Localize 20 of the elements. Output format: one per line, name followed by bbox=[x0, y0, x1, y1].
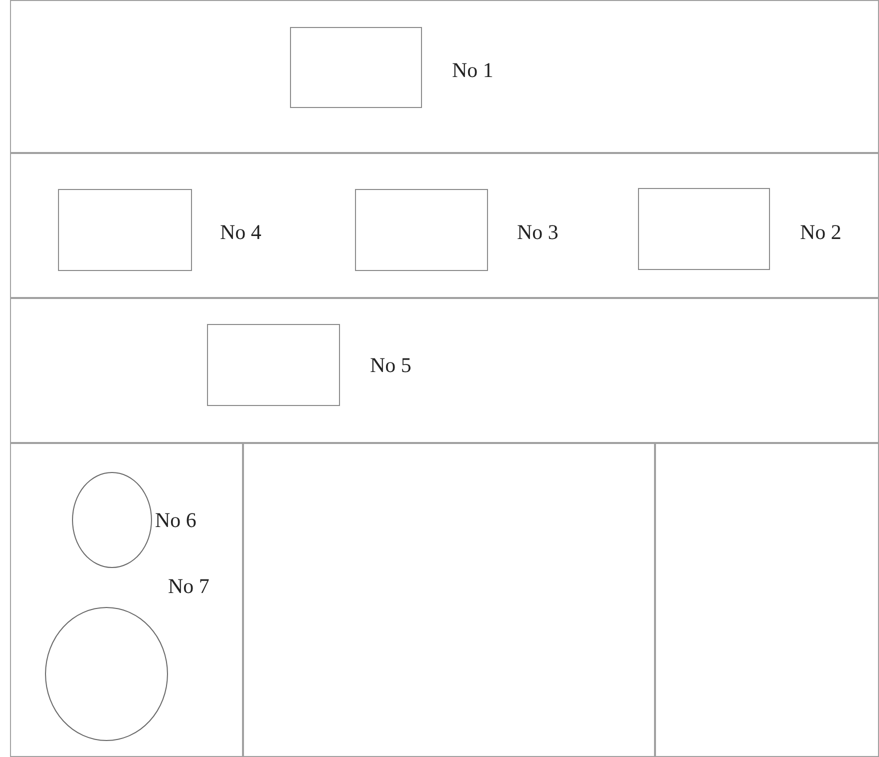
empty-rectangle bbox=[207, 324, 340, 406]
section-panel bbox=[655, 443, 879, 757]
section-panel bbox=[10, 153, 879, 298]
empty-rectangle bbox=[638, 188, 770, 270]
item-label: No 5 bbox=[370, 355, 412, 376]
empty-circle bbox=[45, 607, 168, 741]
item-label: No 3 bbox=[517, 222, 558, 243]
section-panel bbox=[243, 443, 655, 757]
item-label: No 4 bbox=[220, 222, 262, 243]
section-panel bbox=[10, 443, 243, 757]
item-label: No 6 bbox=[155, 510, 196, 531]
item-label: No 2 bbox=[800, 222, 842, 243]
section-panel bbox=[10, 0, 879, 153]
section-panel bbox=[10, 298, 879, 443]
empty-circle bbox=[72, 472, 152, 568]
empty-rectangle bbox=[290, 27, 422, 108]
item-label: No 1 bbox=[452, 60, 494, 81]
item-label: No 7 bbox=[168, 576, 210, 597]
empty-rectangle bbox=[355, 189, 488, 271]
empty-rectangle bbox=[58, 189, 192, 271]
